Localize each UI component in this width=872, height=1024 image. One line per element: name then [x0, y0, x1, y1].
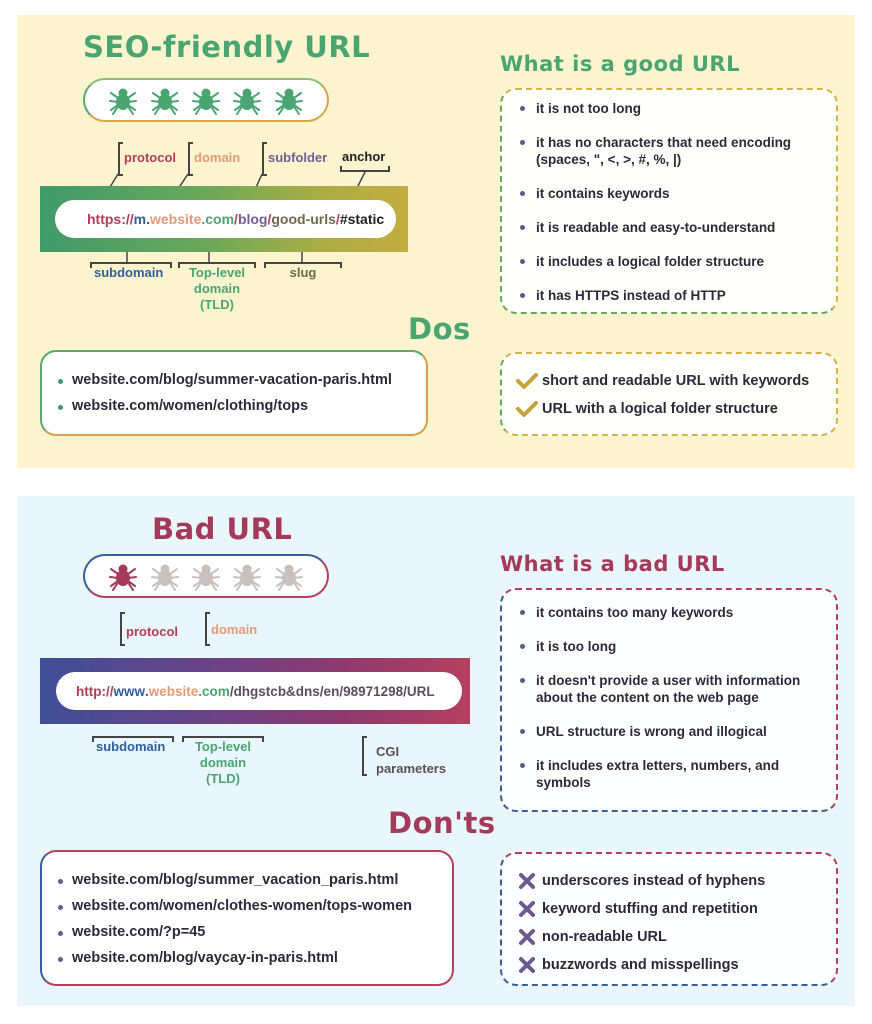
donts-examples-box: website.com/blog/summer_vacation_paris.h…: [40, 850, 454, 986]
list-item: it doesn't provide a user with informati…: [510, 672, 824, 706]
url-subfolder: blog: [237, 211, 268, 227]
good-what-title: What is a good URL: [500, 52, 740, 76]
dos-examples-box: website.com/blog/summer-vacation-paris.h…: [40, 350, 428, 436]
cross-item: non-readable URL: [516, 927, 830, 947]
spider-icon: [109, 88, 138, 115]
bad-url-example: http://www.website.com/dhgstcb&dns/en/98…: [56, 672, 462, 710]
list-item: it includes a logical folder structure: [510, 253, 824, 270]
bad-spider-rating: [83, 554, 329, 598]
list-item: it has no characters that need encoding …: [510, 134, 824, 168]
url-cgi-parameters: /dhgstcb&dns/en/98971298/URL: [229, 683, 435, 699]
spider-icon: [274, 564, 303, 591]
good-what-box: it is not too long it has no characters …: [500, 88, 838, 314]
cgi-label: CGI parameters: [376, 744, 447, 776]
list-item: it is readable and easy-to-understand: [510, 219, 824, 236]
donts-title: Don'ts: [388, 806, 496, 840]
list-item: it contains keywords: [510, 185, 824, 202]
tld-label: Top-level domain (TLD): [188, 265, 246, 312]
cross-icon: [516, 955, 538, 975]
list-item: website.com/?p=45: [46, 924, 446, 941]
url-protocol: https://: [87, 211, 134, 227]
cross-icon: [516, 927, 538, 947]
bad-what-list: it contains too many keywords it is too …: [510, 604, 824, 791]
list-item: it has HTTPS instead of HTTP: [510, 287, 824, 304]
anchor-label: anchor: [342, 149, 386, 164]
subfolder-bracket: [262, 142, 267, 176]
cgi-bracket: [362, 736, 367, 776]
url-tld: .com: [198, 683, 230, 699]
list-item: it is too long: [510, 638, 824, 655]
domain-bracket: [205, 612, 210, 646]
slug-label: slug: [289, 265, 317, 280]
list-item: it includes extra letters, numbers, and …: [510, 757, 824, 791]
url-domain: website: [148, 683, 199, 699]
domain-label: domain: [194, 150, 241, 165]
cross-item: underscores instead of hyphens: [516, 871, 830, 891]
subdomain-bracket: [92, 736, 174, 742]
bad-url-title: Bad URL: [152, 512, 293, 546]
subdomain-label: subdomain: [94, 265, 164, 280]
url-subdomain: www: [113, 683, 145, 699]
spider-icon: [233, 564, 262, 591]
spider-icon: [191, 564, 220, 591]
check-icon: [516, 371, 538, 391]
check-icon: [516, 399, 538, 419]
protocol-bracket: [118, 142, 123, 176]
cross-item: keyword stuffing and repetition: [516, 899, 830, 919]
good-what-list: it is not too long it has no characters …: [510, 100, 824, 304]
url-protocol: http://: [76, 683, 114, 699]
list-item: website.com/blog/summer_vacation_paris.h…: [46, 872, 446, 889]
bad-what-box: it contains too many keywords it is too …: [500, 588, 838, 812]
tld-bracket: [178, 262, 256, 268]
subdomain-label: subdomain: [96, 739, 166, 754]
url-anchor: #static: [339, 211, 385, 227]
list-item: it is not too long: [510, 100, 824, 117]
list-item: website.com/women/clothing/tops: [46, 398, 418, 415]
cross-item: buzzwords and misspellings: [516, 955, 830, 975]
spider-icon: [150, 88, 179, 115]
cross-icon: [516, 871, 538, 891]
spider-icon: [233, 88, 262, 115]
list-item: URL structure is wrong and illogical: [510, 723, 824, 740]
tld-bracket: [182, 736, 264, 742]
bad-what-title: What is a bad URL: [500, 552, 725, 576]
url-subdomain: m: [133, 211, 147, 227]
cross-icon: [516, 899, 538, 919]
list-item: it contains too many keywords: [510, 604, 824, 621]
tld-label: Top-level domain (TLD): [194, 739, 252, 786]
spider-icon: [191, 88, 220, 115]
spider-icon: [109, 564, 138, 591]
url-slug: good-urls: [271, 211, 336, 227]
list-item: website.com/blog/vaycay-in-paris.html: [46, 950, 446, 967]
good-spider-rating: [83, 78, 329, 122]
protocol-label: protocol: [124, 150, 176, 165]
dos-title: Dos: [408, 312, 471, 346]
protocol-bracket: [120, 612, 125, 646]
subdomain-bracket: [90, 262, 172, 268]
protocol-label: protocol: [126, 624, 178, 639]
domain-label: domain: [211, 622, 258, 637]
donts-crosses-box: underscores instead of hyphens keyword s…: [500, 852, 838, 986]
spider-icon: [150, 564, 179, 591]
url-domain: website: [150, 211, 202, 227]
slug-bracket: [264, 262, 342, 268]
anchor-bracket: [340, 166, 390, 172]
check-item: URL with a logical folder structure: [516, 399, 830, 419]
subfolder-label: subfolder: [268, 150, 328, 165]
url-tld: .com: [201, 211, 235, 227]
spider-icon: [274, 88, 303, 115]
good-url-example: https://m.website.com/blog/good-urls/#st…: [55, 200, 396, 238]
list-item: website.com/blog/summer-vacation-paris.h…: [46, 372, 418, 389]
good-url-title: SEO-friendly URL: [83, 30, 371, 64]
list-item: website.com/women/clothes-women/tops-wom…: [46, 898, 446, 915]
check-item: short and readable URL with keywords: [516, 371, 830, 391]
domain-bracket: [188, 142, 193, 176]
dos-checks-box: short and readable URL with keywords URL…: [500, 352, 838, 436]
